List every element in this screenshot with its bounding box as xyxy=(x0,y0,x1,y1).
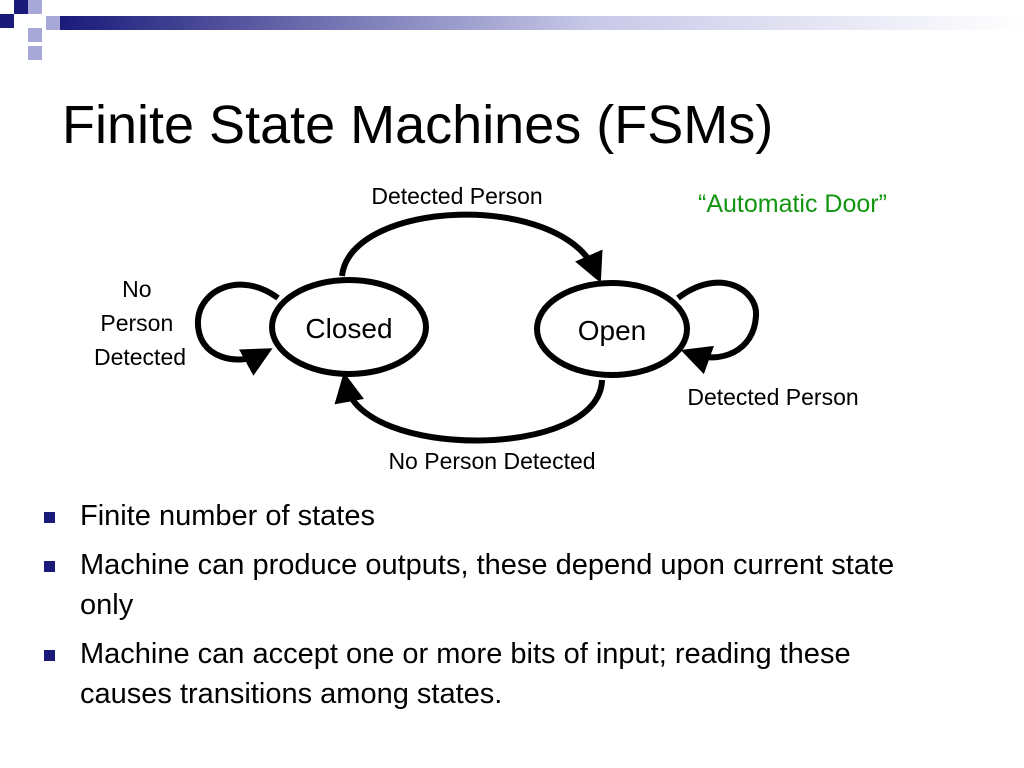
state-open-label: Open xyxy=(578,315,647,346)
state-open: Open xyxy=(534,280,690,378)
bullet-item: Machine can accept one or more bits of i… xyxy=(40,634,940,714)
state-closed: Closed xyxy=(269,277,429,377)
closed-self-loop-label: No Person Detected xyxy=(94,276,186,370)
bullet-item: Finite number of states xyxy=(40,496,940,536)
state-closed-label: Closed xyxy=(305,313,392,344)
open-self-loop-label: Detected Person xyxy=(687,384,858,410)
transition-closed-self-loop xyxy=(194,281,280,376)
transition-closed-to-open-label: Detected Person xyxy=(371,183,542,209)
transition-open-to-closed xyxy=(334,372,605,444)
corner-decoration xyxy=(0,0,1024,60)
bullet-item: Machine can produce outputs, these depen… xyxy=(40,545,940,625)
transition-open-to-closed-label: No Person Detected xyxy=(388,448,595,474)
slide-title: Finite State Machines (FSMs) xyxy=(62,95,774,155)
transition-closed-to-open xyxy=(339,211,603,283)
transition-open-self-loop xyxy=(676,279,760,375)
diagram-caption: “Automatic Door” xyxy=(698,190,887,218)
state-diagram: “Automatic Door” Detected Person No Pers… xyxy=(94,183,887,474)
bullet-list: Finite number of states Machine can prod… xyxy=(40,496,940,723)
